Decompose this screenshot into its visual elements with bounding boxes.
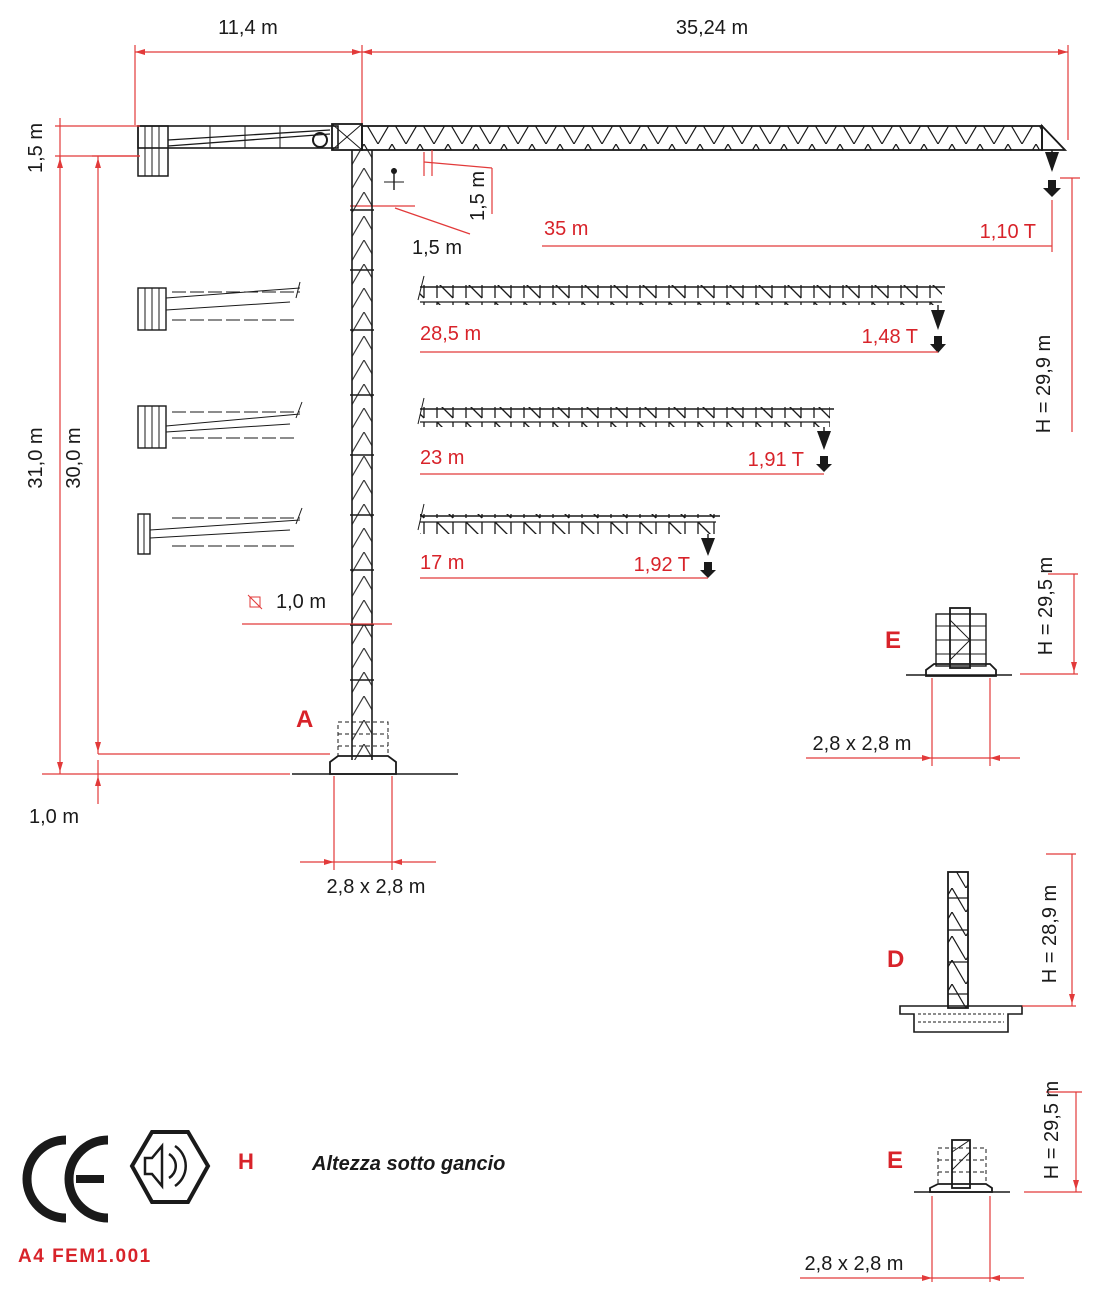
height-dims [42,155,330,804]
base-a-dim [300,776,436,870]
base-e1-size: 2,8 x 2,8 m [813,733,912,755]
jib-config-28 [137,275,946,353]
legend-description: Altezza sotto gancio [311,1153,505,1175]
ce-mark-logo [22,1135,109,1223]
jib-config-17 [137,503,720,579]
jib-load-17: 1,92 T [634,554,690,576]
jib-load-23: 1,91 T [748,449,804,471]
jib-radius-28: 28,5 m [420,323,481,345]
total-height-label: 31,0 m [25,427,47,488]
base-a-size: 2,8 x 2,8 m [327,876,426,898]
top-height-label: 1,5 m [25,123,47,173]
base-e2-size: 2,8 x 2,8 m [805,1253,904,1275]
trolley-vertical-label: 1,5 m [467,171,489,221]
class-label: A4 FEM1.001 [18,1246,152,1267]
main-jib [137,123,1068,197]
speaker-noise-icon [129,1130,211,1204]
jib-radius-23: 23 m [420,447,464,469]
jib-radius-17: 17 m [420,552,464,574]
base-e1-height: H = 29,5 m [1035,557,1057,655]
jib-radius-35: 35 m [544,218,588,240]
trolley-horizontal-label: 1,5 m [412,237,462,259]
base-letter-e2: E [887,1147,903,1174]
base-letter-e1: E [885,627,901,654]
hook-height-dim [1060,177,1080,432]
counter-jib-length: 11,4 m [218,17,278,39]
jib-load-35: 1,10 T [980,221,1036,243]
reach-line-35 [542,200,1053,252]
base-d-height: H = 28,9 m [1039,885,1061,983]
base-letter-a: A [296,706,313,733]
jib-length: 35,24 m [676,17,748,39]
hook-height-label: H = 29,9 m [1033,335,1055,433]
legend-letter-h: H [238,1149,254,1174]
base-offset-label: 1,0 m [29,806,79,828]
mast-section-dim [242,594,392,625]
base-e2-height: H = 29,5 m [1041,1081,1063,1179]
top-dimension-lines [134,45,1069,140]
base-e2-drawing [800,1091,1082,1282]
mast-height-label: 30,0 m [63,427,85,488]
mast-section-label: 1,0 m [276,591,326,613]
jib-config-23 [137,397,834,475]
base-d-drawing [899,853,1076,1033]
base-e1-drawing [806,573,1078,766]
base-letter-d: D [887,946,904,973]
tower-mast [292,150,458,775]
jib-load-28: 1,48 T [862,326,918,348]
